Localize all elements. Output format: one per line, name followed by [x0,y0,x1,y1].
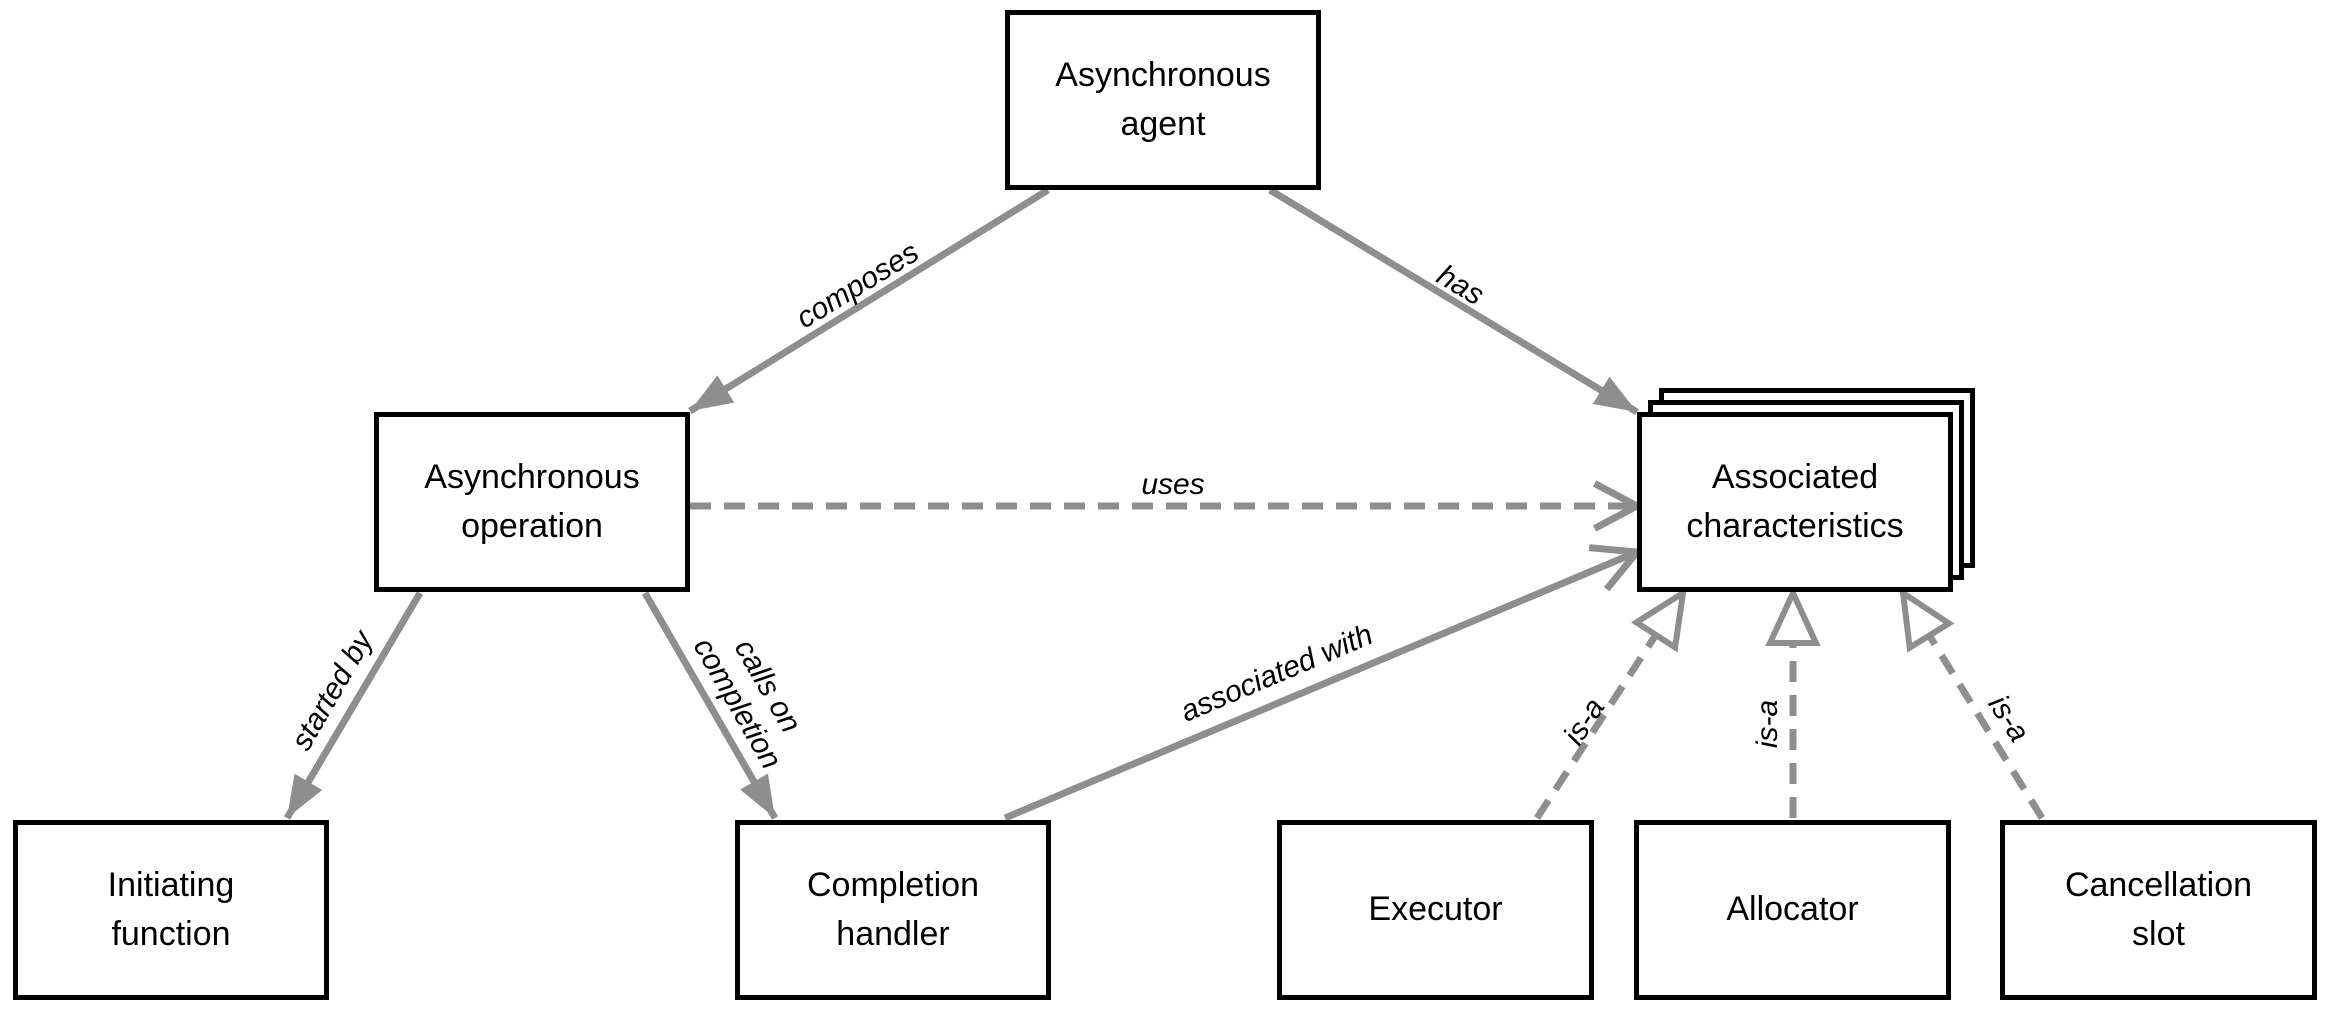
edge-associated-with [1003,544,1644,822]
filled-arrowhead-icon [690,375,735,411]
edge-is-a-executor [1534,586,1687,820]
node-asynchronous-operation: Asynchronous operation [374,412,690,592]
filled-arrowhead-icon [740,773,775,818]
node-initiating-function: Initiating function [13,820,329,1000]
node-label: Asynchronous operation [424,457,640,545]
edge-label-is-a-allocator: is-a [1750,699,1784,749]
filled-arrowhead-icon [287,773,323,818]
node-label: Asynchronous agent [1055,55,1271,143]
edge-is-a-allocator [1765,585,1821,818]
hollow-triangle-arrowhead-icon [1899,586,1955,653]
edge-has [1268,187,1639,415]
node-completion-handler: Completion handler [735,820,1051,1000]
node-executor: Executor [1277,820,1594,1000]
edge-is-a-cancellation-slot [1899,586,2045,820]
node-cancellation-slot: Cancellation slot [2000,820,2317,1000]
node-allocator: Allocator [1634,820,1951,1000]
edge-label-uses: uses [1141,467,1205,501]
node-asynchronous-agent: Asynchronous agent [1005,10,1321,190]
edge-calls-on-completion [641,591,779,820]
node-label: Associated characteristics [1686,457,1904,545]
node-label: Completion handler [807,865,979,953]
hollow-triangle-arrowhead-icon [1630,586,1687,653]
filled-arrowhead-icon [1592,376,1637,412]
node-label: Initiating function [107,865,235,953]
node-label: Executor [1368,890,1503,929]
edge-composes [688,187,1050,414]
hollow-triangle-arrowhead-icon [1765,585,1821,646]
node-associated-characteristics: Associated characteristics [1637,412,1953,592]
edge-started-by [283,591,424,820]
node-label: Cancellation slot [2064,865,2253,953]
node-label: Allocator [1726,890,1859,929]
